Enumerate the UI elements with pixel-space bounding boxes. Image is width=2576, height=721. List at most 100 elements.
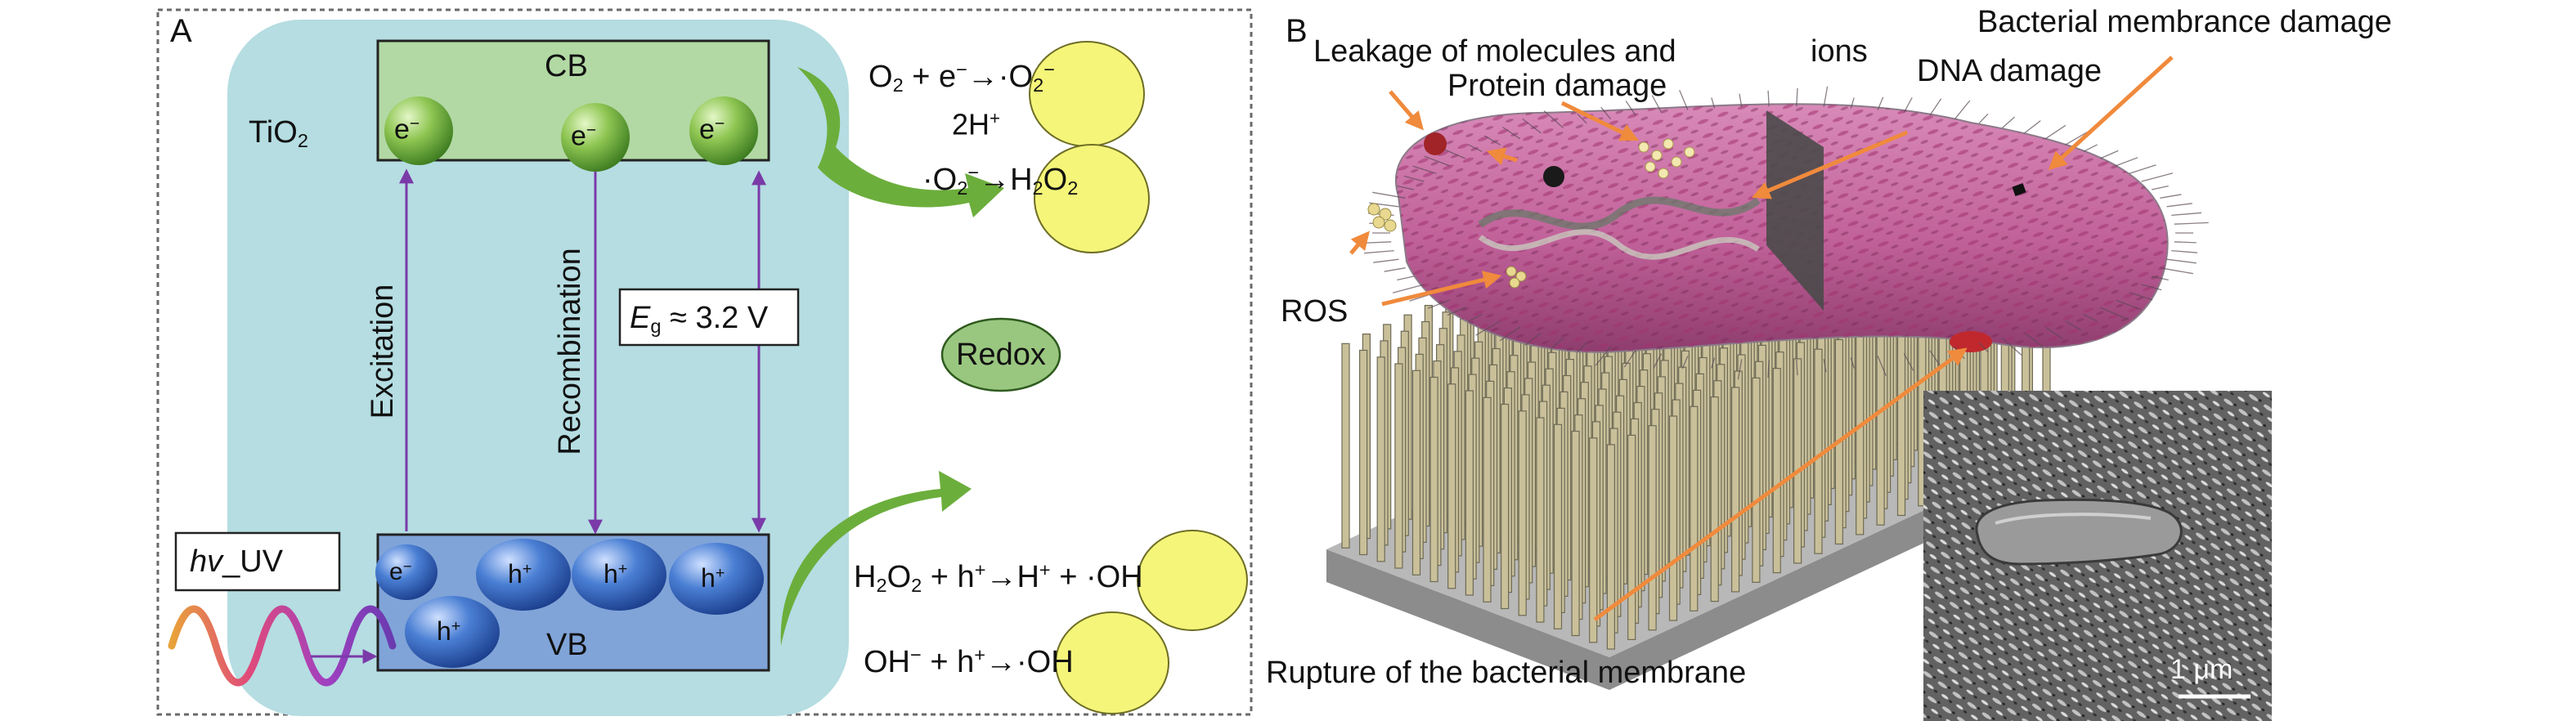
vb-label: VB <box>546 628 588 662</box>
yellow-circle-h2o2 <box>1034 144 1150 253</box>
nanopillar <box>1465 390 1474 596</box>
cilium <box>1397 185 1415 190</box>
cilium <box>1767 359 1770 378</box>
nanopillar <box>1710 396 1719 602</box>
bandgap-label: Eg ≈ 3.2 V <box>630 301 769 337</box>
nanopillar <box>1536 417 1545 623</box>
hole-label: h+ <box>604 559 628 589</box>
electron-label: e− <box>571 120 597 152</box>
cilium <box>1372 191 1406 199</box>
nanopillar <box>1341 343 1350 549</box>
cilium <box>1577 113 1587 124</box>
cilium <box>2044 326 2063 340</box>
cilium <box>1502 126 1521 140</box>
nanopillar <box>1772 368 1781 574</box>
cilium <box>2100 307 2129 320</box>
electron-ball <box>561 103 630 172</box>
cilium <box>2001 116 2015 128</box>
cilium <box>1468 144 1483 152</box>
hole-label: h+ <box>508 559 532 589</box>
cilium <box>1929 350 1941 365</box>
nanopillar <box>1429 376 1438 583</box>
reaction-1: O2 + e−→·O2− <box>868 59 1055 96</box>
cilium <box>1384 267 1406 272</box>
leaked-molecule <box>1424 132 1447 155</box>
light-label: hv_UV <box>190 544 284 579</box>
nanopillar <box>1814 348 1823 554</box>
vb-electron-label: e− <box>389 558 412 586</box>
panel-b-label: B <box>1286 13 1308 49</box>
cb-label: CB <box>545 49 588 83</box>
annotation-arrows <box>1349 56 2174 622</box>
cilium <box>1877 96 1884 110</box>
substrate-base <box>1326 458 2036 690</box>
hole-ball <box>572 539 666 611</box>
hole-ball <box>405 596 500 668</box>
cilium <box>1595 346 1612 366</box>
panel-a-label: A <box>170 13 192 49</box>
nanopillar <box>1648 425 1657 631</box>
bacterium-cilia <box>1357 86 2209 380</box>
cilium <box>2160 194 2182 199</box>
hole-ball <box>476 539 571 611</box>
cilium <box>2115 299 2142 311</box>
cilium <box>2174 222 2209 225</box>
cilium <box>2141 172 2174 182</box>
nanopillar <box>1856 329 1865 535</box>
cilium <box>1767 90 1770 107</box>
cilium <box>2001 338 2022 356</box>
dna-strand <box>1478 229 1760 260</box>
cilium <box>1681 356 1689 369</box>
nanopillar <box>1411 369 1421 575</box>
nanopillar <box>1896 310 1906 517</box>
membrane-cut-plane <box>1766 110 1824 311</box>
cilium <box>1877 356 1887 377</box>
nanopillar <box>1553 423 1563 629</box>
cilium <box>1850 97 1855 109</box>
cilium <box>1954 100 1971 120</box>
ros-cluster <box>1367 203 1527 289</box>
cilium <box>1522 118 1542 134</box>
cilium <box>1711 97 1716 109</box>
cilium <box>1623 350 1636 368</box>
cilium <box>1737 359 1743 380</box>
reaction-2-condition: 2H+ <box>952 107 1001 141</box>
nanopillar <box>1627 434 1636 641</box>
annotation-membrane-damage: Bacterial membrance damage <box>1977 5 2392 39</box>
cilium <box>2064 130 2090 146</box>
redox-label: Redox <box>956 338 1046 372</box>
cilium <box>1551 338 1564 350</box>
green-arrow-cb <box>797 67 1004 217</box>
cilium <box>1823 86 1829 107</box>
protein-cluster <box>1638 138 1695 179</box>
leaked-ion <box>1543 166 1564 187</box>
excitation-label: Excitation <box>366 284 400 419</box>
redox-ellipse <box>940 317 1061 392</box>
cilium <box>2141 284 2162 291</box>
yellow-circle-oh-1 <box>1137 530 1248 631</box>
cilium <box>1850 357 1855 369</box>
cilium <box>2044 124 2067 140</box>
cilium <box>1903 96 1913 113</box>
annotation-protein: Protein damage <box>1447 69 1667 103</box>
recombination-label: Recombination <box>553 248 587 455</box>
cilium <box>1600 106 1612 120</box>
cilium <box>1543 110 1564 128</box>
cilium <box>2115 157 2138 167</box>
scale-bar-label: 1 μm <box>2170 654 2233 685</box>
cilium <box>1739 93 1743 107</box>
cilium <box>1978 113 1989 124</box>
cilium <box>1373 258 1399 263</box>
hole-ball <box>669 543 764 615</box>
cilium <box>2151 275 2169 281</box>
uv-wave <box>168 605 397 687</box>
sem-bacterium <box>1975 498 2183 566</box>
cilium <box>2064 320 2082 331</box>
cilium <box>2083 144 2098 152</box>
cilium <box>1978 342 1989 353</box>
cilium <box>1424 155 1451 167</box>
nanopillar <box>1606 444 1616 650</box>
cilium <box>1577 342 1587 353</box>
